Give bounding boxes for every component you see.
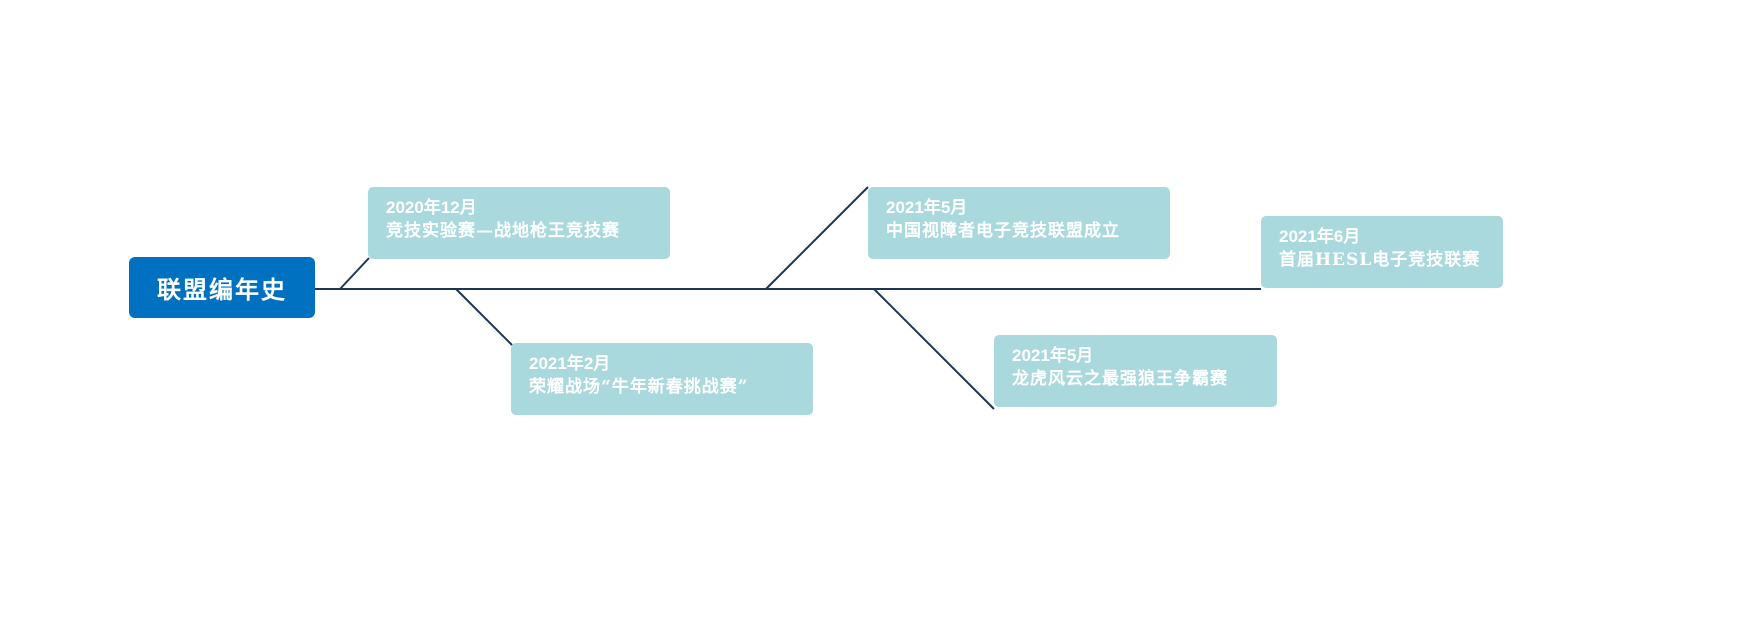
event-title: 荣耀战场“牛年新春挑战赛” — [529, 377, 749, 397]
event-date: 2021年5月 — [1012, 346, 1094, 365]
event-date: 2021年5月 — [886, 198, 968, 217]
event-node-2021-06[interactable]: 2021年6月 首届HESL电子竞技联赛 — [1261, 216, 1503, 288]
event-title: 龙虎风云之最强狼王争霸赛 — [1012, 369, 1228, 389]
event-title: 竞技实验赛—战地枪王竞技赛 — [386, 221, 620, 241]
event-date: 2021年2月 — [529, 354, 611, 373]
timeline-root-node[interactable]: 联盟编年史 — [129, 257, 315, 318]
event-node-2020-12[interactable]: 2020年12月 竞技实验赛—战地枪王竞技赛 — [368, 187, 670, 259]
event-node-2021-05-league[interactable]: 2021年5月 中国视障者电子竞技联盟成立 — [868, 187, 1170, 259]
branch-line-2020-12 — [339, 257, 370, 290]
event-node-2021-02[interactable]: 2021年2月 荣耀战场“牛年新春挑战赛” — [511, 343, 813, 415]
event-title: 首届HESL电子竞技联赛 — [1279, 250, 1481, 270]
event-date: 2020年12月 — [386, 198, 477, 217]
branch-line-2021-02 — [455, 288, 513, 346]
branch-line-2021-05-league — [765, 186, 869, 290]
event-node-2021-05-contest[interactable]: 2021年5月 龙虎风云之最强狼王争霸赛 — [994, 335, 1277, 407]
branch-line-2021-05-contest — [873, 288, 995, 410]
event-title: 中国视障者电子竞技联盟成立 — [886, 221, 1120, 241]
root-label: 联盟编年史 — [157, 275, 287, 304]
event-date: 2021年6月 — [1279, 227, 1361, 246]
